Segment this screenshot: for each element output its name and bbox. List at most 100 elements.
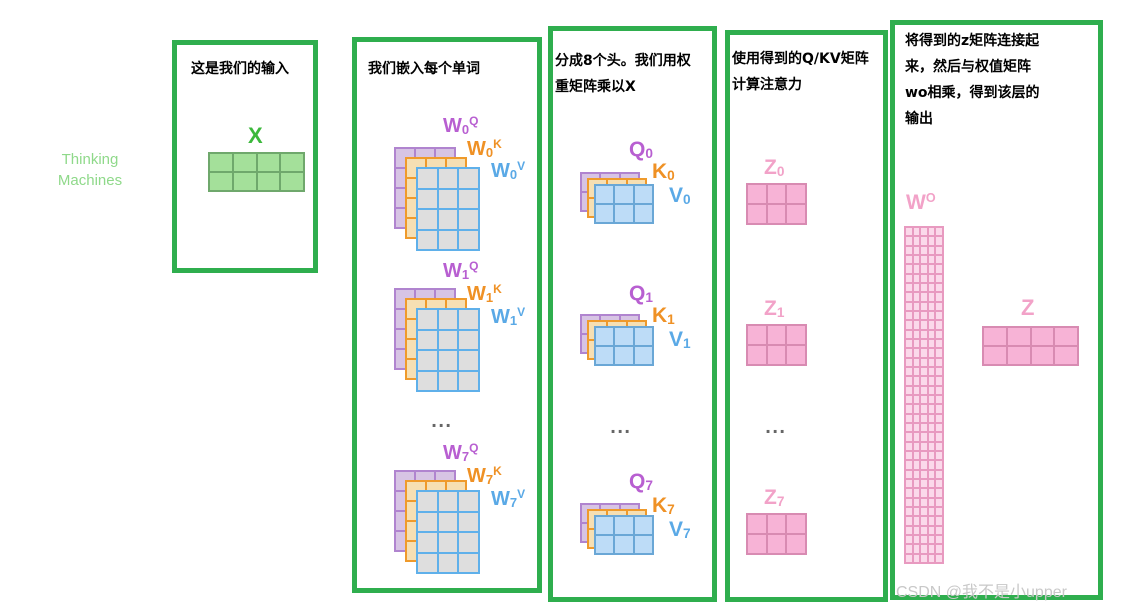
- matrix-cell: [458, 350, 479, 371]
- matrix-cell: [595, 185, 615, 204]
- matrix-cell: [920, 450, 928, 461]
- matrix-cell: [747, 325, 767, 345]
- matrix-cell: [920, 366, 928, 377]
- w7-v-label: W7V: [491, 487, 526, 510]
- matrix-cell: [920, 310, 928, 321]
- matrix-cell: [912, 441, 921, 451]
- matrix-cell: [927, 310, 936, 321]
- matrix-cell: [927, 525, 936, 535]
- matrix-cell: [437, 532, 459, 553]
- matrix-cell: [786, 325, 806, 345]
- matrix-cell: [935, 441, 943, 451]
- matrix-cell: [766, 184, 787, 204]
- matrix-cell: [232, 172, 257, 191]
- matrix-cell: [905, 534, 913, 545]
- matrix-cell: [417, 209, 438, 230]
- matrix-cell: [920, 227, 928, 237]
- matrix-cell: [633, 204, 653, 223]
- matrix-cell: [935, 245, 943, 255]
- matrix-cell: [912, 273, 921, 283]
- matrix-cell: [927, 254, 936, 265]
- matrix-cell: [927, 385, 936, 395]
- w0-v-matrix: [416, 167, 480, 251]
- x-label: X: [248, 123, 263, 148]
- matrix-cell: [747, 514, 767, 534]
- matrix-cell: [927, 273, 936, 283]
- matrix-cell: [1030, 346, 1055, 365]
- matrix-cell: [935, 422, 943, 433]
- panel-input: [172, 40, 318, 273]
- w7-k-label: W7K: [467, 464, 502, 487]
- matrix-cell: [935, 273, 943, 283]
- matrix-cell: [614, 346, 634, 365]
- matrix-cell: [458, 370, 479, 391]
- matrix-cell: [920, 516, 928, 526]
- matrix-cell: [920, 254, 928, 265]
- matrix-cell: [935, 394, 943, 405]
- matrix-cell: [905, 516, 913, 526]
- matrix-cell: [920, 404, 928, 414]
- matrix-cell: [614, 185, 634, 204]
- matrix-cell: [458, 209, 479, 230]
- matrix-cell: [905, 264, 913, 274]
- matrix-cell: [935, 282, 943, 293]
- matrix-cell: [920, 301, 928, 311]
- matrix-cell: [912, 544, 921, 554]
- panel-output-heading: 将得到的z矩阵连接起 来，然后与权值矩阵 wo相乘，得到该层的 输出: [905, 33, 1040, 127]
- head7-v-label: V7: [669, 518, 691, 542]
- matrix-cell: [935, 338, 943, 349]
- matrix-cell: [905, 553, 913, 563]
- matrix-cell: [935, 553, 943, 563]
- matrix-cell: [927, 292, 936, 302]
- matrix-cell: [927, 320, 936, 330]
- matrix-cell: [927, 488, 936, 498]
- head1-v-label: V1: [669, 328, 691, 352]
- matrix-cell: [437, 168, 459, 189]
- matrix-cell: [920, 422, 928, 433]
- matrix-cell: [458, 229, 479, 250]
- matrix-cell: [905, 478, 913, 489]
- matrix-cell: [1006, 327, 1031, 346]
- matrix-cell: [905, 227, 913, 237]
- matrix-cell: [927, 553, 936, 563]
- z0-matrix: [746, 183, 807, 225]
- matrix-cell: [595, 516, 615, 535]
- matrix-cell: [747, 204, 767, 224]
- heads-ellipsis: ...: [610, 418, 632, 437]
- matrix-cell: [905, 404, 913, 414]
- matrix-cell: [935, 292, 943, 302]
- matrix-cell: [905, 497, 913, 507]
- z1-label: Z1: [764, 297, 785, 321]
- matrix-cell: [920, 478, 928, 489]
- matrix-cell: [437, 229, 459, 250]
- matrix-cell: [912, 376, 921, 386]
- matrix-cell: [935, 497, 943, 507]
- matrix-cell: [920, 553, 928, 563]
- matrix-cell: [458, 511, 479, 532]
- matrix-cell: [920, 338, 928, 349]
- matrix-cell: [920, 413, 928, 423]
- matrix-cell: [280, 153, 304, 172]
- matrix-cell: [614, 516, 634, 535]
- input-word-thinking: Thinking: [61, 151, 119, 168]
- matrix-cell: [905, 273, 913, 283]
- z1-matrix: [746, 324, 807, 366]
- matrix-cell: [633, 346, 653, 365]
- matrix-cell: [1054, 327, 1078, 346]
- matrix-cell: [927, 544, 936, 554]
- panel-embed: [352, 37, 542, 593]
- matrix-cell: [912, 357, 921, 367]
- matrix-cell: [633, 535, 653, 554]
- matrix-cell: [920, 497, 928, 507]
- matrix-cell: [935, 376, 943, 386]
- head7-v-matrix: [594, 515, 654, 555]
- matrix-cell: [437, 329, 459, 350]
- matrix-cell: [935, 320, 943, 330]
- matrix-cell: [920, 245, 928, 255]
- matrix-cell: [912, 450, 921, 461]
- matrix-cell: [920, 441, 928, 451]
- matrix-cell: [437, 350, 459, 371]
- panel-attention: [725, 30, 888, 602]
- matrix-cell: [927, 227, 936, 237]
- matrix-cell: [1006, 346, 1031, 365]
